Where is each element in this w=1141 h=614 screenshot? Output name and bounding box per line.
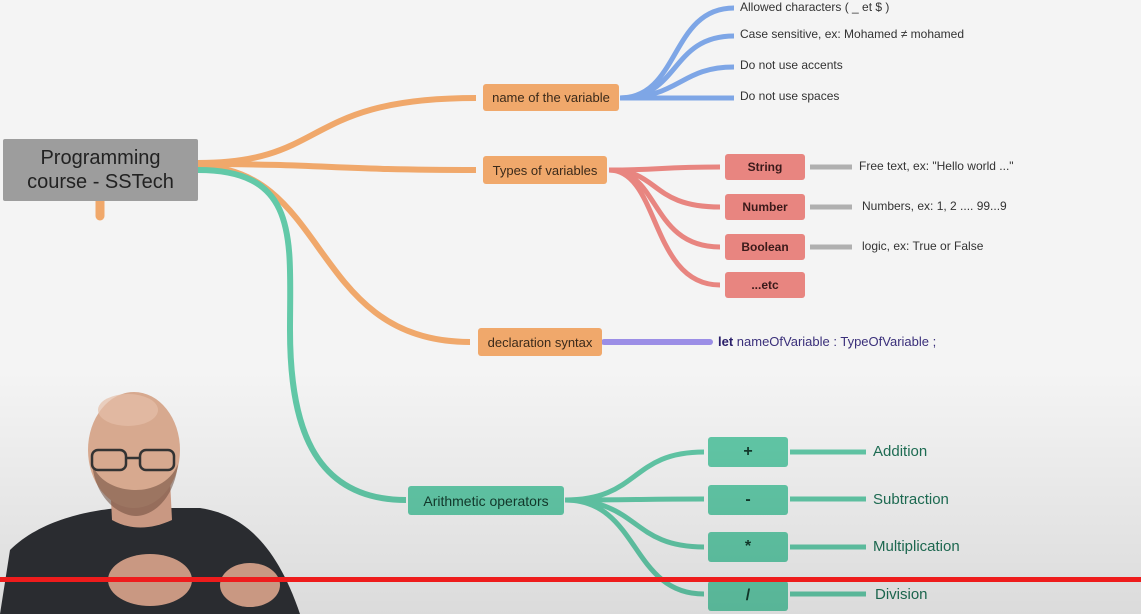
declaration-code: let nameOfVariable : TypeOfVariable ; bbox=[718, 334, 936, 349]
edge-root-declaration bbox=[197, 163, 471, 345]
root-node[interactable]: Programming course - SSTech bbox=[3, 139, 198, 201]
presenter-head-shine bbox=[98, 394, 158, 426]
edges-name-rules bbox=[619, 5, 735, 101]
root-label-line2: course - SSTech bbox=[27, 171, 174, 193]
presenter-hand-right bbox=[220, 563, 280, 607]
edges-operator-names bbox=[790, 449, 866, 597]
op-symbol: / bbox=[745, 587, 751, 604]
glasses-icon bbox=[90, 448, 176, 472]
video-progress-bar[interactable] bbox=[0, 577, 1141, 582]
type-node-number[interactable]: Number bbox=[725, 194, 805, 220]
op-symbol: - bbox=[745, 491, 751, 508]
rule-no-spaces: Do not use spaces bbox=[740, 89, 840, 103]
type-label: Boolean bbox=[741, 240, 789, 254]
op-name-subtraction: Subtraction bbox=[873, 491, 949, 508]
root-label-line1: Programming bbox=[40, 147, 161, 169]
type-label: String bbox=[747, 160, 783, 174]
node-label: declaration syntax bbox=[487, 334, 593, 350]
type-node-string[interactable]: String bbox=[725, 154, 805, 180]
node-name-of-variable[interactable]: name of the variable bbox=[483, 84, 619, 111]
presenter-video bbox=[0, 392, 300, 614]
node-label: Types of variables bbox=[492, 162, 598, 178]
rule-no-accents: Do not use accents bbox=[740, 58, 843, 72]
type-label: ...etc bbox=[751, 278, 779, 292]
op-node-plus[interactable]: + bbox=[708, 437, 788, 467]
op-node-divide[interactable]: / bbox=[708, 581, 788, 611]
node-declaration-syntax[interactable]: declaration syntax bbox=[478, 328, 602, 356]
edge-root-operators bbox=[197, 167, 407, 503]
edges-operators bbox=[564, 449, 705, 597]
type-node-boolean[interactable]: Boolean bbox=[725, 234, 805, 260]
presenter-beard bbox=[92, 464, 178, 516]
node-types-of-variables[interactable]: Types of variables bbox=[483, 156, 607, 184]
node-arithmetic-operators[interactable]: Arithmetic operators bbox=[408, 486, 564, 515]
op-node-multiply[interactable]: * bbox=[708, 532, 788, 562]
type-desc-number: Numbers, ex: 1, 2 .... 99...9 bbox=[862, 199, 1007, 213]
type-desc-string: Free text, ex: "Hello world ..." bbox=[859, 159, 1014, 173]
type-desc-boolean: logic, ex: True or False bbox=[862, 239, 984, 253]
rule-allowed-characters: Allowed characters ( _ et $ ) bbox=[740, 0, 890, 14]
op-node-minus[interactable]: - bbox=[708, 485, 788, 515]
edges-type-desc bbox=[810, 164, 852, 250]
type-node-etc[interactable]: ...etc bbox=[725, 272, 805, 298]
node-label: name of the variable bbox=[492, 90, 610, 105]
op-symbol: + bbox=[743, 443, 753, 460]
op-name-addition: Addition bbox=[873, 443, 928, 460]
op-name-multiplication: Multiplication bbox=[873, 538, 960, 555]
rule-case-sensitive: Case sensitive, ex: Mohamed ≠ mohamed bbox=[740, 27, 965, 41]
code-keyword: let bbox=[718, 334, 734, 349]
edge-root-name bbox=[197, 95, 477, 166]
code-rest: nameOfVariable : TypeOfVariable ; bbox=[733, 334, 937, 349]
edges-types bbox=[608, 164, 721, 288]
op-name-division: Division bbox=[875, 586, 928, 603]
op-symbol: * bbox=[744, 538, 752, 555]
type-label: Number bbox=[742, 200, 788, 214]
edge-root-types bbox=[197, 161, 477, 173]
node-label: Arithmetic operators bbox=[423, 492, 549, 509]
